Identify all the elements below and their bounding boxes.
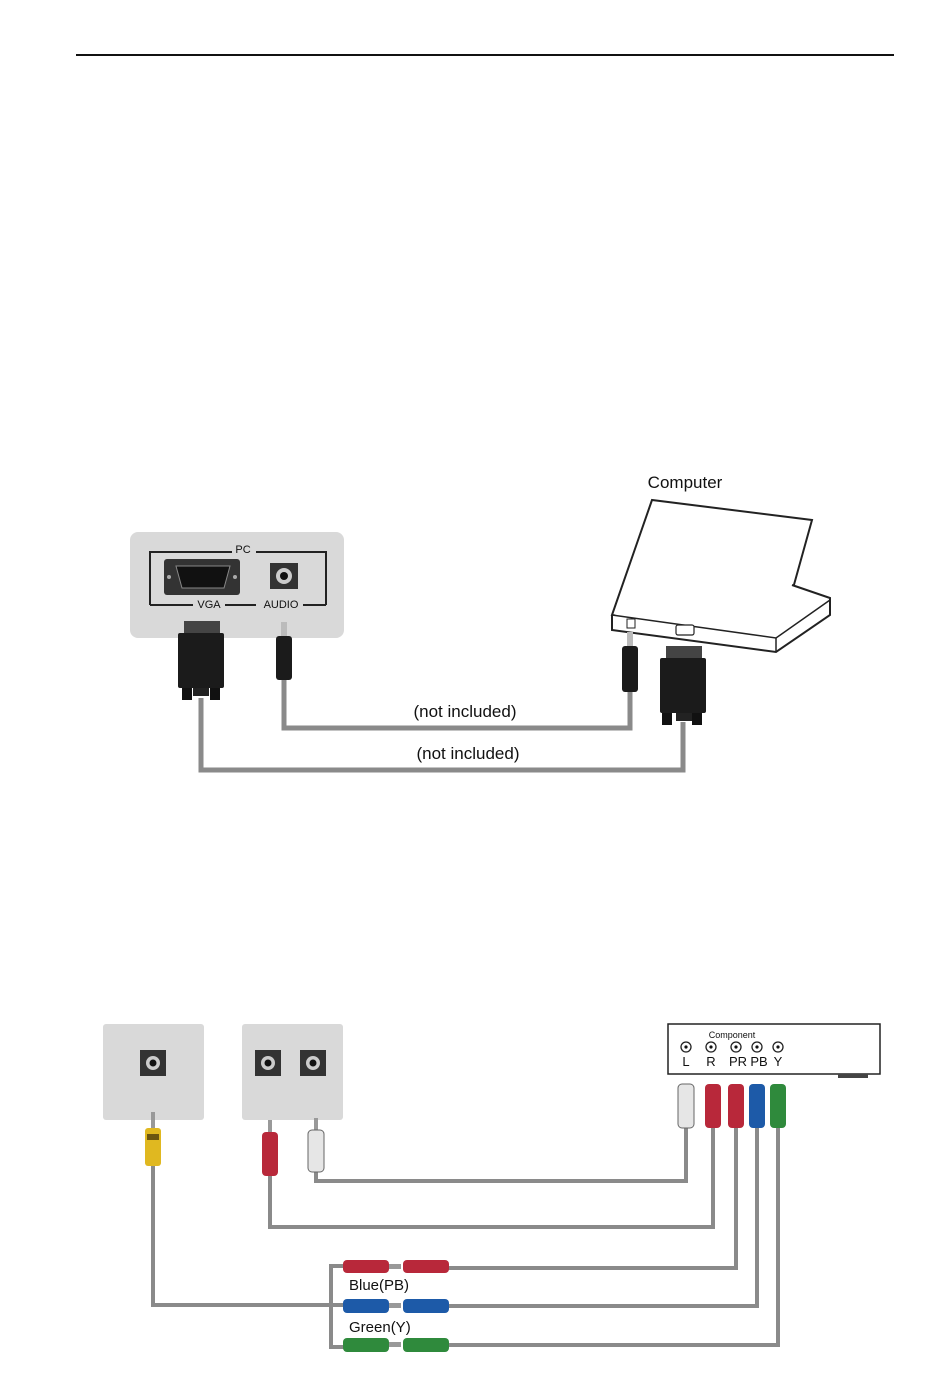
audio-plug-red-tv — [262, 1120, 278, 1176]
pb-cable — [448, 1128, 757, 1306]
component-device: Component L R PR PB Y — [668, 1024, 880, 1078]
port-label-pb: PB — [750, 1054, 767, 1069]
component-device-plugs — [678, 1084, 786, 1128]
tv-video-panel — [103, 1024, 204, 1120]
port-label-y: Y — [774, 1054, 783, 1069]
adapter-plugs-blue — [343, 1299, 449, 1313]
vga-plug-pc — [660, 646, 706, 725]
audio-plug-white-tv — [308, 1118, 324, 1172]
vga-plug-tv — [178, 621, 224, 700]
adapter-plugs-red — [343, 1260, 449, 1273]
blue-adapter-label: Blue(PB) — [349, 1277, 409, 1294]
vga-port — [164, 559, 240, 595]
pc-panel-title: PC — [235, 544, 250, 556]
audio-l-cable — [316, 1128, 686, 1181]
port-label-r: R — [706, 1054, 715, 1069]
vga-port-label: VGA — [197, 599, 221, 611]
audio-port-label: AUDIO — [264, 599, 299, 611]
audio-r-cable — [270, 1128, 713, 1227]
audio-port — [270, 563, 298, 589]
video-cable — [153, 1164, 345, 1305]
computer-label: Computer — [648, 473, 723, 492]
pc-connection-diagram: PC VGA AUDIO (not included) (not include… — [130, 473, 830, 770]
audio-cable-note: (not included) — [413, 702, 516, 721]
video-plug-yellow — [145, 1112, 161, 1166]
tv-audio-panel — [242, 1024, 343, 1120]
port-label-pr: PR — [729, 1054, 747, 1069]
audio-plug-pc — [622, 632, 638, 692]
pr-cable — [448, 1128, 736, 1268]
port-label-l: L — [682, 1054, 689, 1069]
laptop-computer: Computer — [612, 473, 830, 652]
y-cable — [448, 1128, 778, 1345]
component-device-label: Component — [709, 1030, 756, 1040]
green-adapter-label: Green(Y) — [349, 1319, 411, 1336]
adapter-plugs-green — [343, 1338, 449, 1352]
component-connection-diagram: Component L R PR PB Y — [103, 1024, 880, 1352]
vga-cable-note: (not included) — [416, 744, 519, 763]
